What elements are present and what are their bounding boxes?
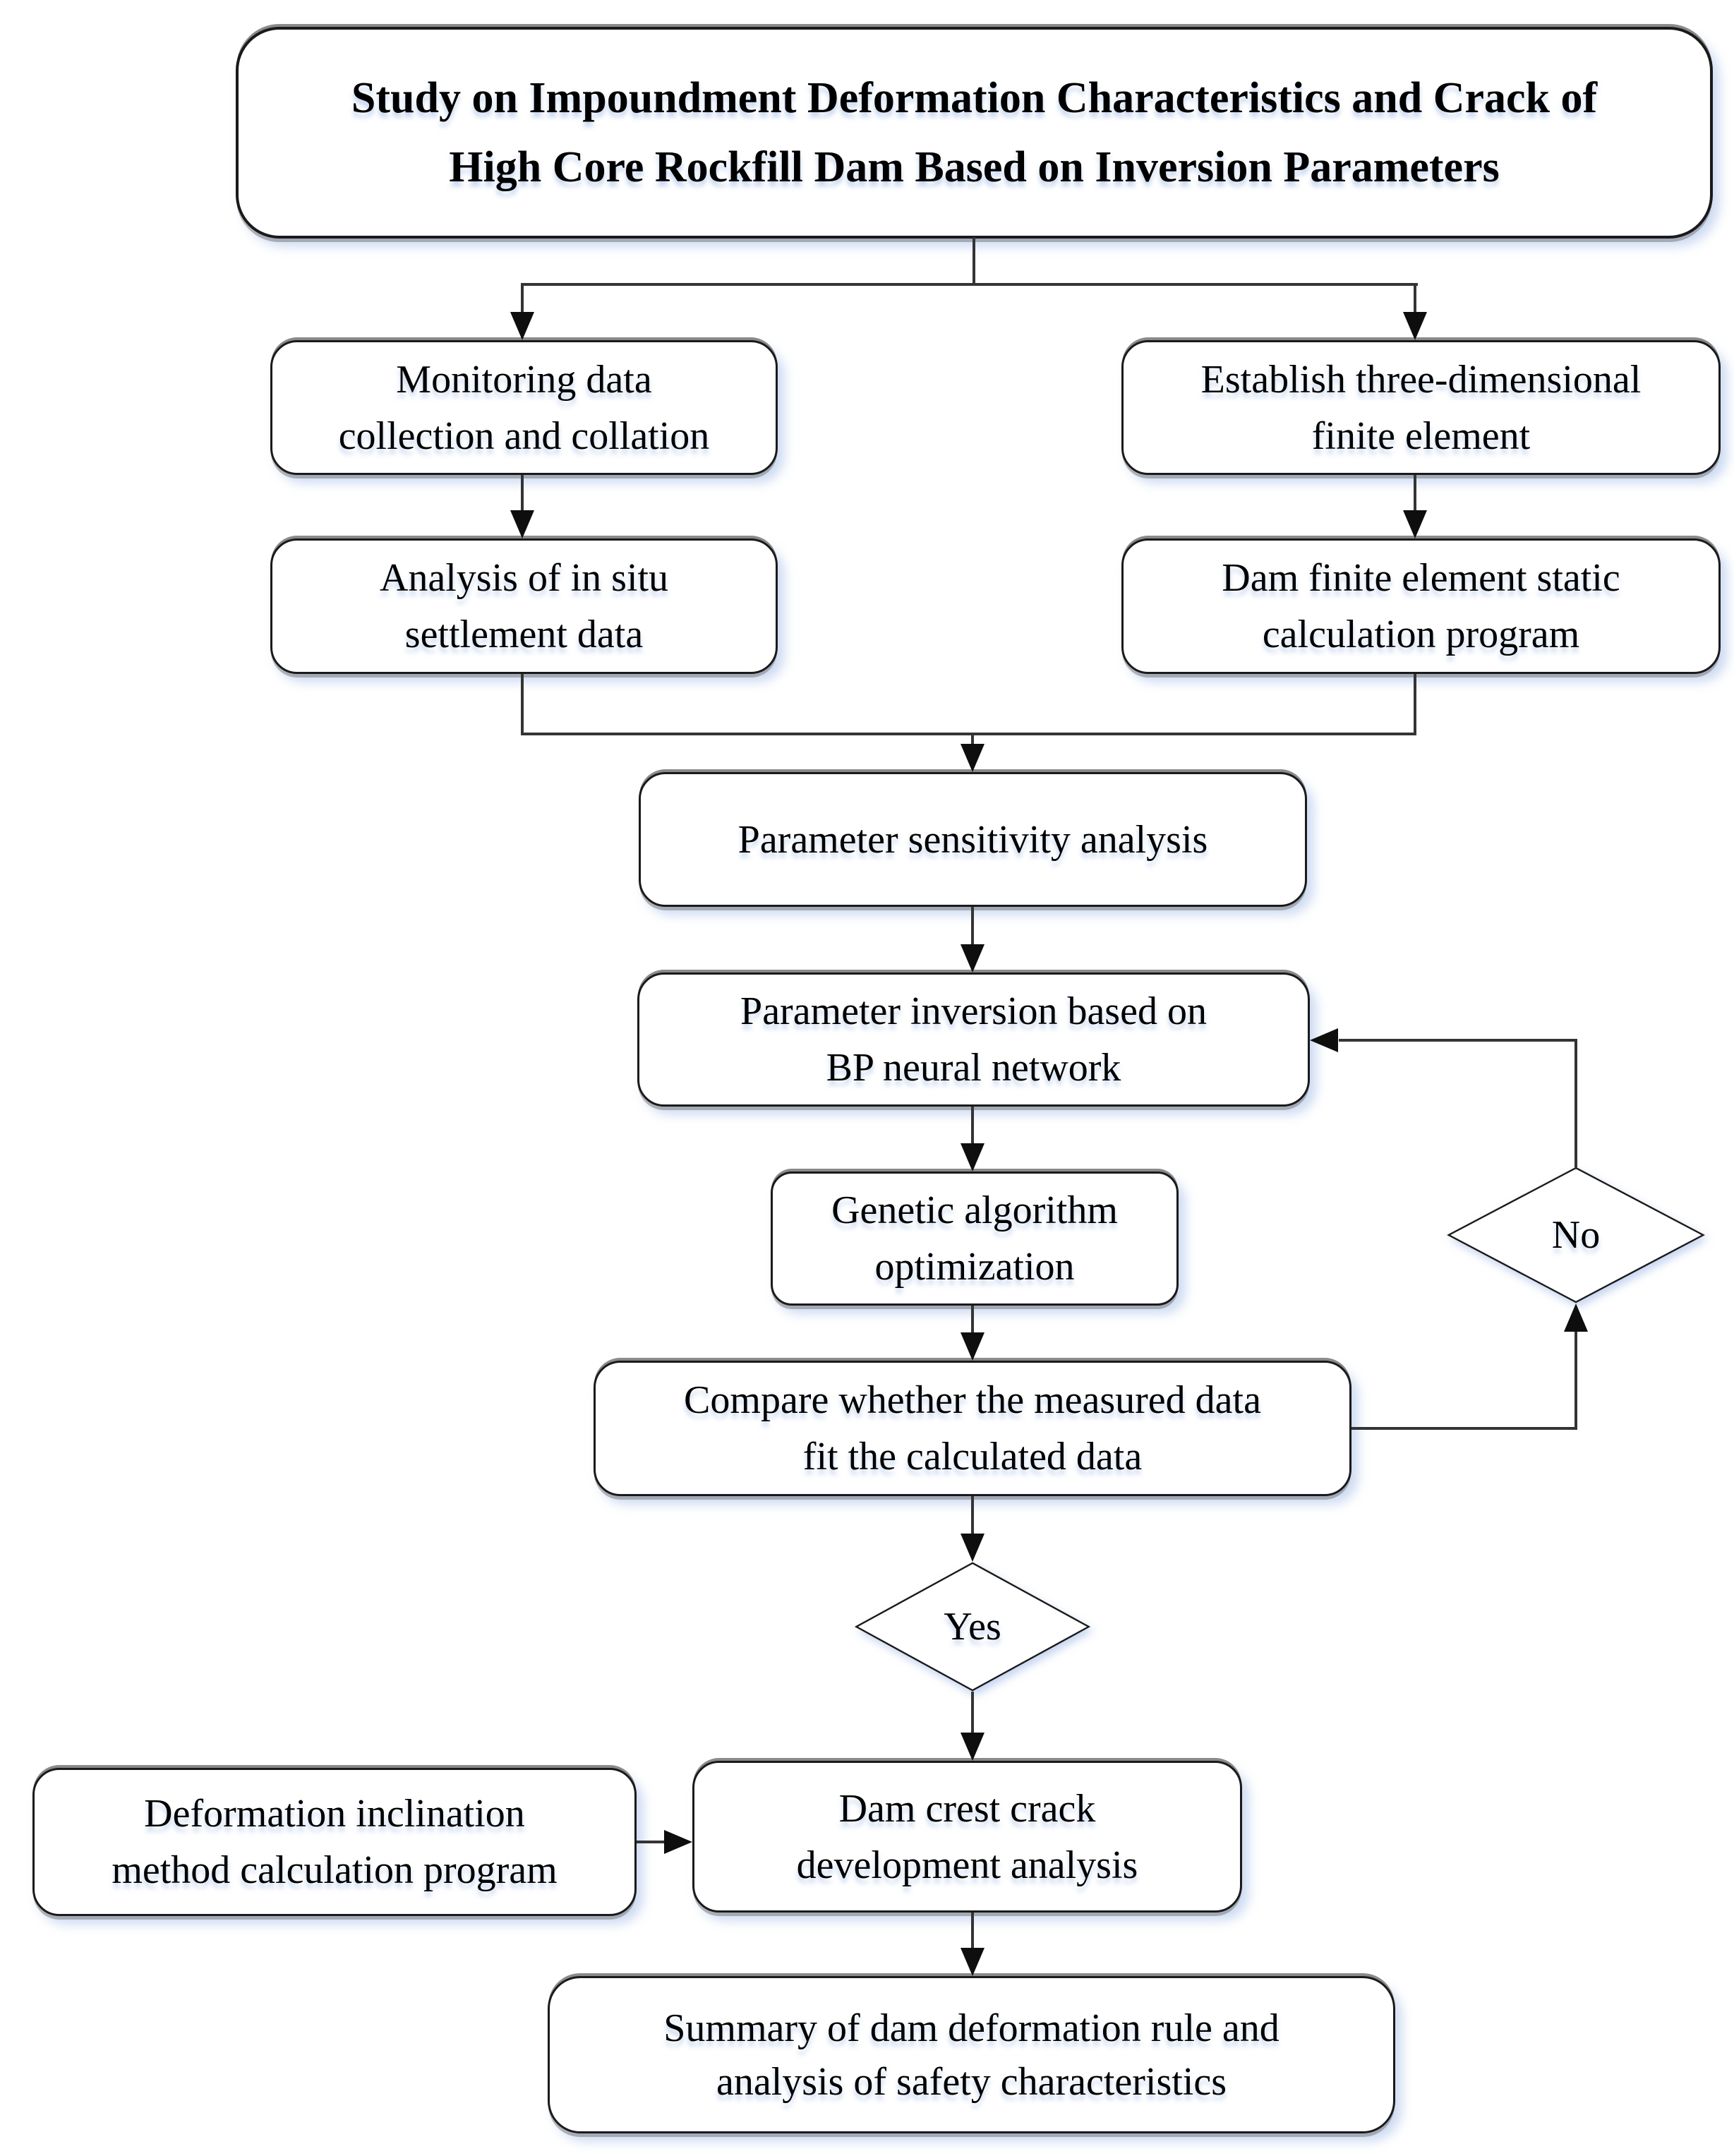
arrowhead-into-sensitivity xyxy=(961,744,985,772)
node-study-title: Study on Impoundment Deformation Charact… xyxy=(236,27,1713,239)
node-text-line: calculation program xyxy=(1262,613,1580,656)
connector-yes-to-crest xyxy=(971,1692,974,1735)
arrowhead-into-summary xyxy=(961,1948,985,1976)
arrowhead-into-damfe xyxy=(1403,510,1427,538)
node-text-line: BP neural network xyxy=(826,1046,1121,1090)
node-text-line: finite element xyxy=(1311,414,1531,458)
connector-analysis-down xyxy=(521,674,524,735)
decision-yes-diamond: Yes xyxy=(854,1562,1091,1692)
decision-no-label: No xyxy=(1551,1213,1601,1257)
diamond-shape-icon xyxy=(1446,1167,1706,1303)
title-line-2: High Core Rockfill Dam Based on Inversio… xyxy=(449,143,1500,191)
arrowhead-into-inversion xyxy=(961,944,985,972)
node-text-line: optimization xyxy=(874,1245,1075,1289)
connector-title-stem xyxy=(973,237,975,286)
node-dam-crest-crack-analysis: Dam crest crack development analysis xyxy=(692,1761,1242,1913)
node-text-line: collection and collation xyxy=(338,414,710,458)
connector-compare-to-yes xyxy=(971,1496,974,1536)
title-line-1: Study on Impoundment Deformation Charact… xyxy=(351,74,1598,122)
node-text-line: Establish three-dimensional xyxy=(1200,357,1642,402)
arrowhead-into-no xyxy=(1564,1303,1588,1332)
connector-split-to-monitoring xyxy=(521,283,524,315)
node-text-line: Analysis of in situ xyxy=(379,556,669,600)
connector-damfe-down xyxy=(1414,674,1416,735)
node-analysis-settlement-data: Analysis of in situ settlement data xyxy=(270,538,778,674)
node-text-line: Deformation inclination xyxy=(144,1792,525,1836)
node-text-line: Compare whether the measured data xyxy=(684,1378,1261,1422)
node-text-line: analysis of safety characteristics xyxy=(716,2059,1227,2104)
node-parameter-sensitivity-analysis: Parameter sensitivity analysis xyxy=(639,772,1307,907)
arrowhead-into-monitoring xyxy=(510,312,534,340)
arrowhead-into-crest xyxy=(961,1733,985,1761)
node-monitoring-data-collection: Monitoring data collection and collation xyxy=(270,340,778,475)
node-text-line: Parameter inversion based on xyxy=(740,989,1207,1033)
node-text-line: Summary of dam deformation rule and xyxy=(663,2006,1280,2050)
node-text-line: Genetic algorithm xyxy=(831,1188,1118,1232)
connector-merge-stem xyxy=(971,733,974,747)
node-text-line: Monitoring data xyxy=(396,357,652,402)
connector-monitoring-to-analysis xyxy=(521,475,524,513)
arrowhead-into-genetic xyxy=(961,1143,985,1172)
decision-no-diamond: No xyxy=(1446,1167,1706,1303)
connector-crest-to-summary xyxy=(971,1913,974,1951)
connector-merge-line xyxy=(521,733,1416,735)
node-deformation-inclination-program: Deformation inclination method calculati… xyxy=(32,1768,637,1916)
connector-title-split xyxy=(521,283,1418,286)
node-genetic-algorithm-optimization: Genetic algorithm optimization xyxy=(771,1172,1179,1306)
arrowhead-into-analysis xyxy=(510,510,534,538)
connector-split-to-establish xyxy=(1414,283,1416,315)
arrowhead-into-establish xyxy=(1403,312,1427,340)
connector-establish-to-damfe xyxy=(1414,475,1416,513)
connector-deformation-to-crest xyxy=(637,1841,666,1843)
arrowhead-back-into-inversion xyxy=(1310,1028,1338,1052)
node-compare-measured-calculated: Compare whether the measured data fit th… xyxy=(594,1361,1351,1496)
connector-inversion-to-genetic xyxy=(971,1107,974,1146)
diamond-shape-icon xyxy=(854,1562,1091,1692)
arrowhead-into-crest-from-deformation xyxy=(664,1830,692,1854)
connector-no-return-horizontal xyxy=(1339,1039,1576,1042)
node-text-line: Parameter sensitivity analysis xyxy=(737,817,1208,862)
node-summary-deformation-rule: Summary of dam deformation rule and anal… xyxy=(548,1976,1395,2133)
decision-yes-label: Yes xyxy=(944,1605,1001,1649)
connector-compare-to-no-vertical xyxy=(1575,1330,1577,1430)
arrowhead-into-compare xyxy=(961,1332,985,1361)
node-text-line: settlement data xyxy=(404,613,644,656)
node-text-line: Dam crest crack xyxy=(838,1786,1096,1831)
node-establish-finite-element: Establish three-dimensional finite eleme… xyxy=(1121,340,1721,475)
connector-no-return-vertical xyxy=(1575,1039,1577,1169)
node-parameter-inversion-bp: Parameter inversion based on BP neural n… xyxy=(637,972,1310,1107)
node-dam-fe-static-program: Dam finite element static calculation pr… xyxy=(1121,538,1721,674)
connector-sensitivity-to-inversion xyxy=(971,907,974,947)
node-text-line: method calculation program xyxy=(112,1848,558,1892)
connector-compare-to-no-horizontal xyxy=(1351,1427,1577,1430)
connector-genetic-to-compare xyxy=(971,1306,974,1335)
node-text-line: fit the calculated data xyxy=(802,1435,1143,1479)
node-text-line: development analysis xyxy=(796,1843,1138,1887)
node-text-line: Dam finite element static xyxy=(1222,556,1620,600)
arrowhead-into-yes xyxy=(961,1534,985,1562)
